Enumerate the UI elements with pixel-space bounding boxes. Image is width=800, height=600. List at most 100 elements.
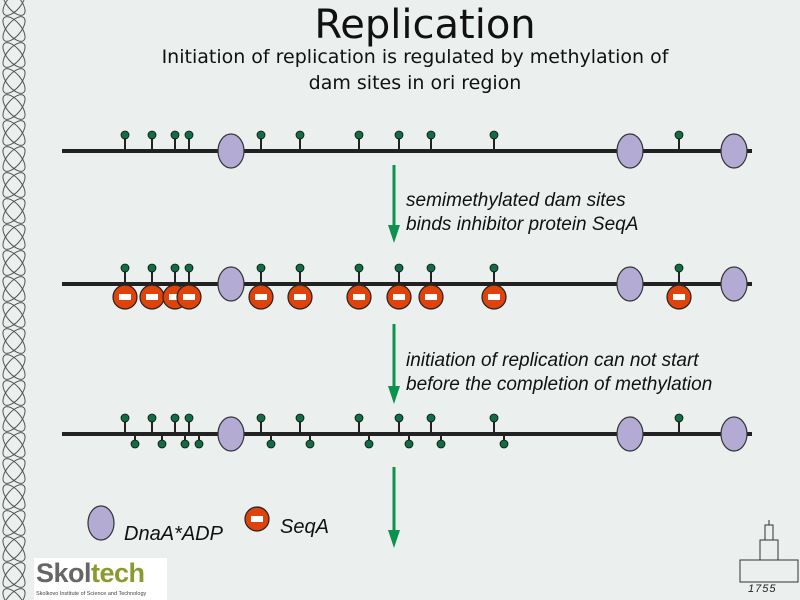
helix-border-loop [2, 120, 26, 146]
helix-border-loop [2, 94, 26, 120]
methyl-group [404, 439, 414, 449]
helix-border-loop [2, 94, 26, 120]
dnaa-protein [616, 133, 644, 169]
methyl-group [305, 439, 315, 449]
methyl-group [489, 263, 499, 273]
building-seal-icon [759, 539, 779, 561]
subtitle-line: Initiation of replication is regulated b… [161, 46, 669, 68]
methyl-group [147, 413, 157, 423]
helix-border-loop [2, 68, 26, 94]
methyl-group [394, 130, 404, 140]
helix-border-loop [2, 146, 26, 172]
seqa-bar [294, 294, 306, 300]
methyl-group [426, 130, 436, 140]
helix-border-loop [2, 432, 26, 458]
caption-line: initiation of replication can not start [406, 350, 699, 371]
helix-border-loop [2, 510, 26, 536]
methyl-group [180, 439, 190, 449]
methyl-group [354, 130, 364, 140]
legend-seqa-bar [251, 516, 263, 522]
methyl-group [157, 439, 167, 449]
helix-border-loop [2, 562, 26, 588]
helix-border-loop [2, 406, 26, 432]
methyl-group [354, 263, 364, 273]
helix-border-loop [2, 562, 26, 588]
seqa-bar [425, 294, 437, 300]
methyl-group [147, 263, 157, 273]
methyl-group [295, 130, 305, 140]
helix-border-loop [2, 276, 26, 302]
seal-year: 1755 [748, 583, 777, 595]
helix-border-loop [2, 354, 26, 380]
arrow-head [388, 225, 400, 243]
methyl-group [120, 130, 130, 140]
methyl-group [266, 439, 276, 449]
helix-border-loop [2, 458, 26, 484]
methyl-group [130, 439, 140, 449]
helix-border-loop [2, 0, 26, 16]
methyl-group [295, 413, 305, 423]
dnaa-protein [217, 416, 245, 452]
seqa-bar [673, 294, 685, 300]
dnaa-protein [217, 133, 245, 169]
helix-border-loop [2, 354, 26, 380]
step1-caption: semimethylated dam sites binds inhibitor… [406, 189, 638, 237]
methyl-group [170, 263, 180, 273]
seqa-bar [488, 294, 500, 300]
arrow-head [388, 530, 400, 548]
methyl-group [674, 263, 684, 273]
methyl-group [364, 439, 374, 449]
methyl-group [170, 130, 180, 140]
methyl-group [354, 413, 364, 423]
helix-border-loop [2, 588, 26, 600]
seqa-bar [255, 294, 267, 300]
helix-border-loop [2, 458, 26, 484]
caption-line: semimethylated dam sites [406, 190, 626, 211]
seqa-bar [183, 294, 195, 300]
helix-border-loop [2, 380, 26, 406]
methyl-group [499, 439, 509, 449]
seqa-bar [119, 294, 131, 300]
methyl-group [256, 130, 266, 140]
dnaa-protein [720, 266, 748, 302]
helix-border-loop [2, 302, 26, 328]
helix-border-loop [2, 276, 26, 302]
helix-border-loop [2, 198, 26, 224]
helix-border-loop [2, 250, 26, 276]
helix-border-loop [2, 68, 26, 94]
helix-border-loop [2, 42, 26, 68]
helix-border-loop [2, 484, 26, 510]
seqa-bar [169, 294, 181, 300]
helix-border-loop [2, 120, 26, 146]
step2-caption: initiation of replication can not start … [406, 349, 712, 397]
building-seal-icon [764, 524, 774, 541]
methyl-group [436, 439, 446, 449]
methyl-group [489, 130, 499, 140]
dnaa-protein [616, 416, 644, 452]
seqa-bar [146, 294, 158, 300]
methyl-group [426, 263, 436, 273]
helix-border-loop [2, 16, 26, 42]
skoltech-logo: Skoltech Skolkovo Institute of Science a… [34, 558, 167, 600]
legend-dnaa-label: DnaA*ADP [124, 523, 223, 545]
helix-border-loop [2, 172, 26, 198]
helix-border-loop [2, 42, 26, 68]
seqa-bar [393, 294, 405, 300]
helix-border-loop [2, 16, 26, 42]
legend-dnaa-icon [87, 505, 115, 541]
slide-subtitle: Initiation of replication is regulated b… [110, 44, 720, 96]
helix-border-loop [2, 536, 26, 562]
methyl-group [256, 413, 266, 423]
methyl-group [184, 413, 194, 423]
dnaa-protein [616, 266, 644, 302]
arrow-head [388, 386, 400, 404]
methyl-group [674, 413, 684, 423]
methyl-group [184, 130, 194, 140]
helix-border-loop [2, 588, 26, 600]
methyl-group [394, 263, 404, 273]
methyl-group [489, 413, 499, 423]
helix-border-loop [2, 0, 26, 16]
logo-brand: Skoltech [36, 558, 145, 588]
methyl-group [120, 263, 130, 273]
methyl-group [394, 413, 404, 423]
